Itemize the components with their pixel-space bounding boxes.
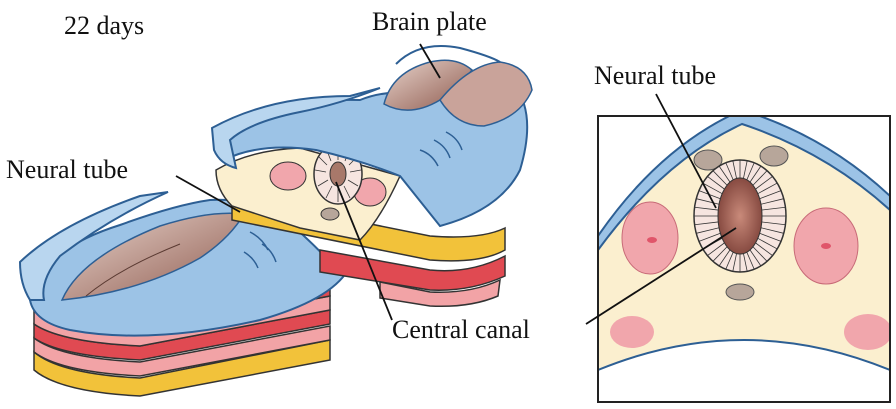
neural-tube-stripe xyxy=(698,232,721,242)
leader-lines xyxy=(175,43,737,325)
neural-tube-stripe xyxy=(707,176,725,190)
neural-tube-stripe xyxy=(725,251,734,270)
cranial-neural-folds xyxy=(210,45,533,228)
neural-tube-stripe xyxy=(694,221,719,226)
label-neural-tube-inset: Neural tube xyxy=(594,61,716,90)
neural-tube-stripe xyxy=(761,221,786,226)
inset-notochord xyxy=(725,283,755,301)
neural-tube-stripe xyxy=(718,165,731,183)
neural-tube-stripe xyxy=(743,160,748,179)
neural-tube-stripe xyxy=(694,206,719,211)
neural-tube-stripe xyxy=(732,160,737,179)
cross-section-face xyxy=(215,143,402,241)
label-neural-tube-left: Neural tube xyxy=(6,155,128,184)
neural-tube-stripe xyxy=(761,206,786,211)
neural-tube-stripe xyxy=(757,237,778,250)
neural-tube-stripe xyxy=(755,242,773,256)
neural-tube-stripe xyxy=(718,249,731,267)
neural-tube-stripe xyxy=(759,232,782,242)
neural-tube-stripe xyxy=(760,198,784,205)
neural-tube-stripe xyxy=(759,190,782,200)
label-brain-plate: Brain plate xyxy=(372,7,487,36)
neural-tube-stripe xyxy=(743,253,748,272)
neural-tube-stripe xyxy=(752,170,768,186)
label-central-canal: Central canal xyxy=(392,315,530,344)
neural-tube-stripe xyxy=(707,242,725,256)
neural-tube-stripe xyxy=(746,251,755,270)
neural-tube-stripe xyxy=(725,162,734,181)
neural-tube-stripe xyxy=(696,198,720,205)
cross-section-inset xyxy=(597,115,891,403)
neural-tube-stripe xyxy=(752,246,768,262)
neural-tube-stripe xyxy=(749,249,762,267)
neural-tube-stripe xyxy=(696,227,720,234)
neural-tube-stripe xyxy=(732,253,737,272)
neural-tube-stripe xyxy=(712,170,728,186)
neural-tube-stripe xyxy=(757,182,778,195)
neural-tube-stripe xyxy=(749,165,762,183)
neural-tube-stripe xyxy=(746,162,755,181)
neural-tube-stripe xyxy=(712,246,728,262)
neural-tube-stripe xyxy=(760,227,784,234)
inset-ectoderm xyxy=(599,117,889,251)
neural-tube-stripe xyxy=(702,182,723,195)
inset-central-canal xyxy=(717,177,763,255)
neural-tube-stripe xyxy=(755,176,773,190)
label-age: 22 days xyxy=(64,11,144,40)
embryo-illustration xyxy=(18,45,533,397)
